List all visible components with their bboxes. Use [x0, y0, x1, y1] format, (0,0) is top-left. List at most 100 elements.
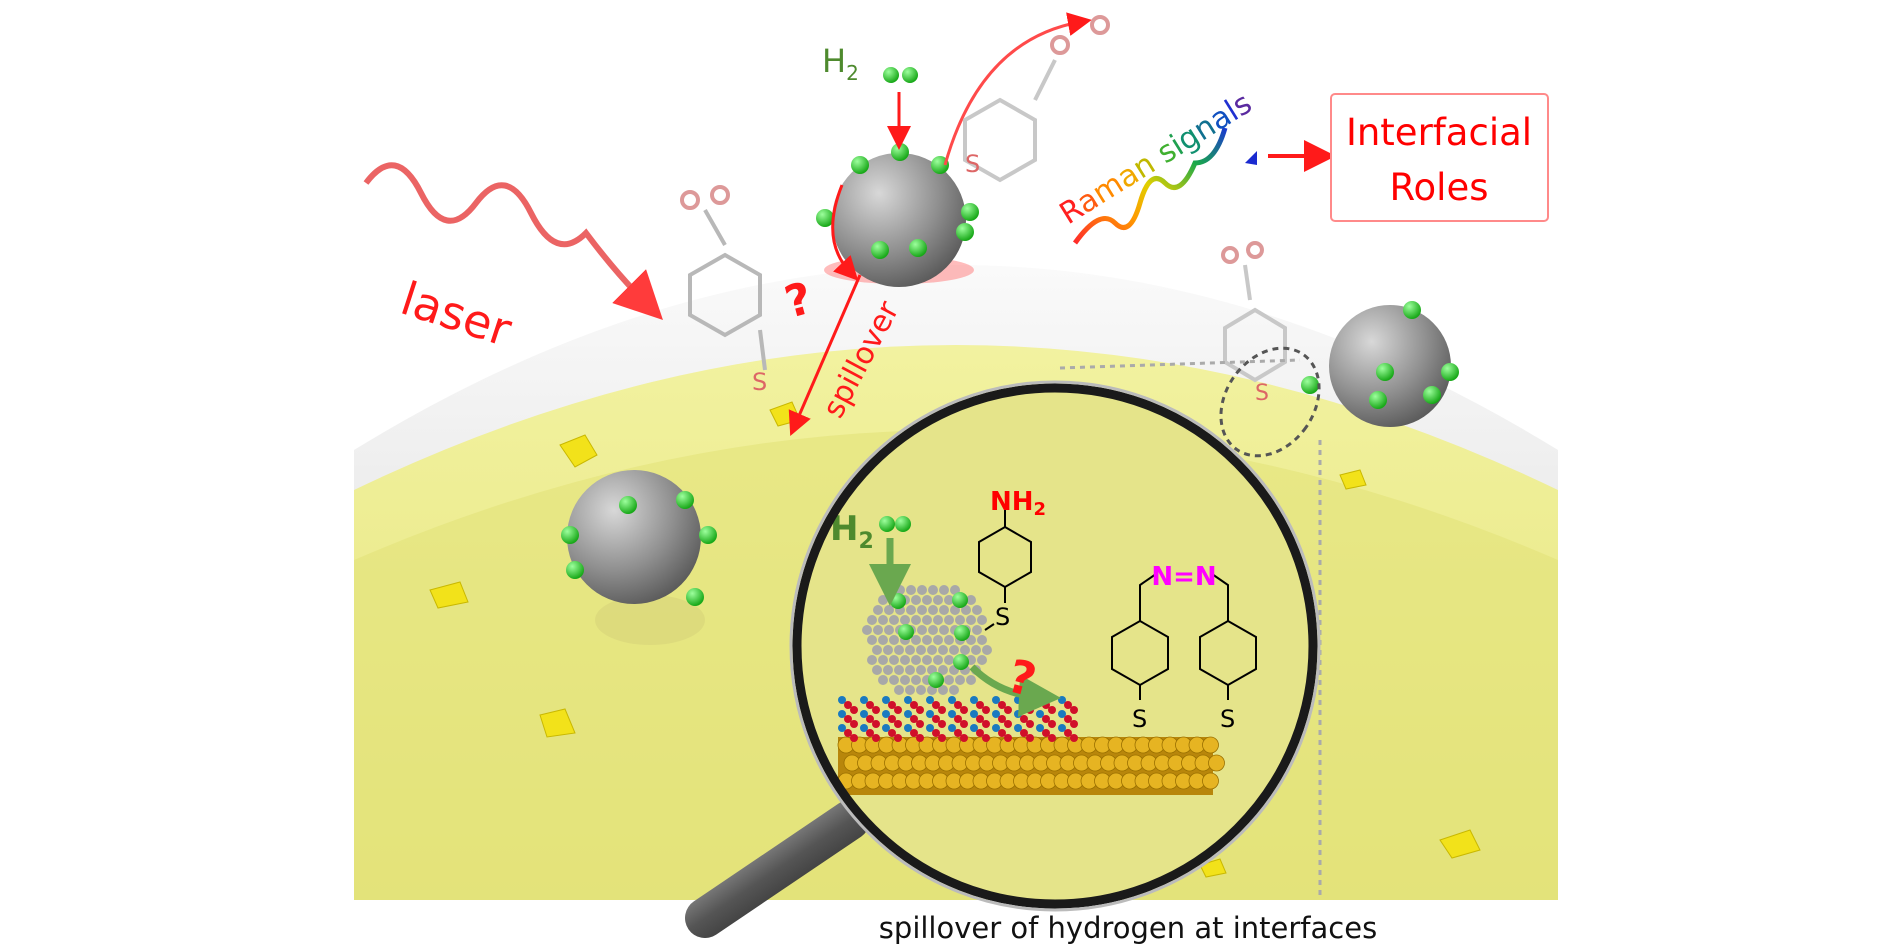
atom — [971, 645, 981, 655]
atom — [1070, 720, 1078, 728]
atom — [977, 615, 987, 625]
atom — [838, 710, 846, 718]
atom — [966, 615, 976, 625]
atom — [917, 585, 927, 595]
atom — [844, 729, 852, 737]
svg-text:S: S — [1220, 705, 1235, 733]
atom — [883, 665, 893, 675]
atom — [906, 585, 916, 595]
atom — [926, 710, 934, 718]
atom — [866, 715, 874, 723]
atom — [889, 675, 899, 685]
atom — [916, 645, 926, 655]
atom — [888, 715, 896, 723]
atom — [939, 625, 949, 635]
atom — [938, 734, 946, 742]
atom — [888, 729, 896, 737]
atom — [905, 685, 915, 695]
atom — [878, 635, 888, 645]
atom — [948, 710, 956, 718]
atom — [882, 724, 890, 732]
atom — [938, 665, 948, 675]
atom — [900, 675, 910, 685]
atom — [916, 665, 926, 675]
atom — [850, 720, 858, 728]
atom — [1020, 715, 1028, 723]
atom — [966, 595, 976, 605]
atom — [844, 701, 852, 709]
atom — [998, 729, 1006, 737]
atom — [888, 701, 896, 709]
atom — [938, 645, 948, 655]
atom — [944, 655, 954, 665]
atom — [860, 724, 868, 732]
atom — [922, 635, 932, 645]
atom — [867, 655, 877, 665]
atom — [933, 615, 943, 625]
atom — [928, 625, 938, 635]
atom — [944, 675, 954, 685]
atom — [872, 645, 882, 655]
atom — [933, 595, 943, 605]
atom — [1042, 715, 1050, 723]
atom — [982, 706, 990, 714]
atom — [872, 734, 880, 742]
atom — [928, 605, 938, 615]
atom — [866, 729, 874, 737]
svg-text:S: S — [995, 603, 1010, 631]
atom — [878, 595, 888, 605]
atom — [904, 710, 912, 718]
atom — [911, 595, 921, 605]
atom — [932, 701, 940, 709]
atom — [998, 715, 1006, 723]
atom — [982, 720, 990, 728]
atom — [928, 585, 938, 595]
svg-text:S: S — [1132, 705, 1147, 733]
raman-signal: Raman signals — [1054, 86, 1336, 245]
atom — [884, 625, 894, 635]
atom — [970, 696, 978, 704]
raman-signals-label: Raman signals — [1054, 86, 1258, 232]
magnifier: H2 ? S NH2 N=N S S — [685, 380, 1321, 938]
atom — [992, 724, 1000, 732]
atom — [976, 715, 984, 723]
atom — [894, 706, 902, 714]
atom — [1048, 706, 1056, 714]
atom — [922, 615, 932, 625]
atom — [1070, 706, 1078, 714]
atom — [960, 706, 968, 714]
atom — [926, 724, 934, 732]
atom — [982, 645, 992, 655]
svg-text:S: S — [1255, 381, 1269, 406]
atom — [838, 696, 846, 704]
gold-substrate — [837, 736, 1225, 795]
atom — [972, 605, 982, 615]
atom — [916, 706, 924, 714]
atom — [998, 701, 1006, 709]
atom — [922, 595, 932, 605]
atom — [1004, 706, 1012, 714]
atom — [932, 729, 940, 737]
atom — [894, 665, 904, 675]
atom — [954, 715, 962, 723]
atom — [955, 675, 965, 685]
atom — [878, 615, 888, 625]
atom — [889, 615, 899, 625]
atom — [1014, 724, 1022, 732]
atom — [910, 729, 918, 737]
atom — [977, 655, 987, 665]
laser-label: laser — [395, 271, 518, 357]
atom — [873, 605, 883, 615]
atom — [850, 706, 858, 714]
atom — [916, 734, 924, 742]
atom — [904, 724, 912, 732]
atom — [900, 655, 910, 665]
atom — [949, 685, 959, 695]
atom — [911, 655, 921, 665]
atom — [894, 645, 904, 655]
atom — [844, 715, 852, 723]
atom — [970, 710, 978, 718]
nh2-label: NH2 — [990, 487, 1046, 520]
atom — [878, 675, 888, 685]
atom — [949, 645, 959, 655]
